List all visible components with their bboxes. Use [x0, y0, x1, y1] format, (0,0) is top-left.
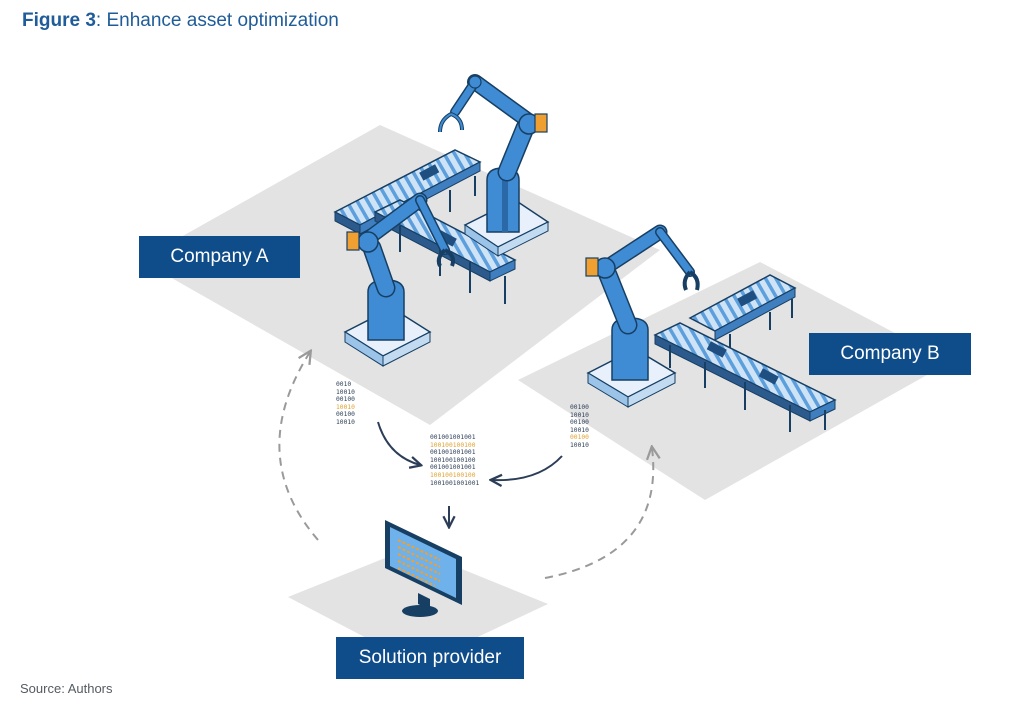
- figure-separator: :: [95, 10, 107, 31]
- binary-block-company-a: 0010 10010 00100 10010 00100 10010: [336, 381, 355, 427]
- binary-line: 00100: [570, 434, 589, 442]
- binary-line: 10010: [570, 441, 589, 449]
- company-a-platform: [140, 125, 660, 425]
- figure-number: Figure 3: [22, 10, 96, 31]
- binary-line: 100100100100: [430, 471, 476, 479]
- binary-line: 00100: [570, 419, 589, 427]
- company-a-robot-back: [438, 74, 550, 257]
- arrow-company-b-to-data: [492, 455, 563, 480]
- binary-line: 00100: [336, 411, 355, 419]
- company-a-label: Company A: [139, 236, 300, 278]
- company-a-conveyor-front: [373, 199, 517, 304]
- binary-block-center: 001001001001 100100100100 001001001001 1…: [430, 434, 479, 487]
- company-b-conveyor-back: [688, 274, 797, 352]
- binary-line: 001001001001: [430, 464, 476, 472]
- binary-block-company-b: 00100 10010 00100 10010 00100 10010: [570, 404, 589, 450]
- binary-line: 10010: [570, 411, 589, 419]
- source-note: Source: Authors: [20, 681, 113, 696]
- arrow-company-a-to-data: [377, 421, 420, 465]
- company-a-robot-front: [343, 192, 456, 367]
- monitor-icon: [385, 520, 462, 617]
- solution-provider-label: Solution provider: [336, 637, 524, 679]
- company-b-label: Company B: [809, 333, 971, 375]
- binary-line: 0010: [336, 381, 352, 388]
- binary-line: 10010: [336, 403, 355, 411]
- company-b-conveyor-front: [653, 322, 837, 432]
- company-b-robot: [585, 224, 700, 408]
- figure-title: Figure 3: Enhance asset optimization: [22, 10, 339, 32]
- binary-line: 10010: [336, 418, 355, 426]
- dashed-arrow-solution-to-company-a: [278, 352, 319, 541]
- binary-line: 10010: [336, 388, 355, 396]
- binary-line: 10010: [570, 426, 589, 434]
- binary-line: 100100100100: [430, 456, 476, 464]
- binary-line: 100100100100: [430, 441, 476, 449]
- binary-line: 00100: [336, 396, 355, 404]
- binary-line: 001001001001: [430, 434, 476, 441]
- binary-line: 00100: [570, 404, 589, 411]
- binary-line: 1001001001001: [430, 479, 480, 487]
- dashed-arrow-solution-to-company-b: [544, 448, 653, 579]
- binary-line: 001001001001: [430, 449, 476, 457]
- figure-caption: Enhance asset optimization: [106, 10, 339, 31]
